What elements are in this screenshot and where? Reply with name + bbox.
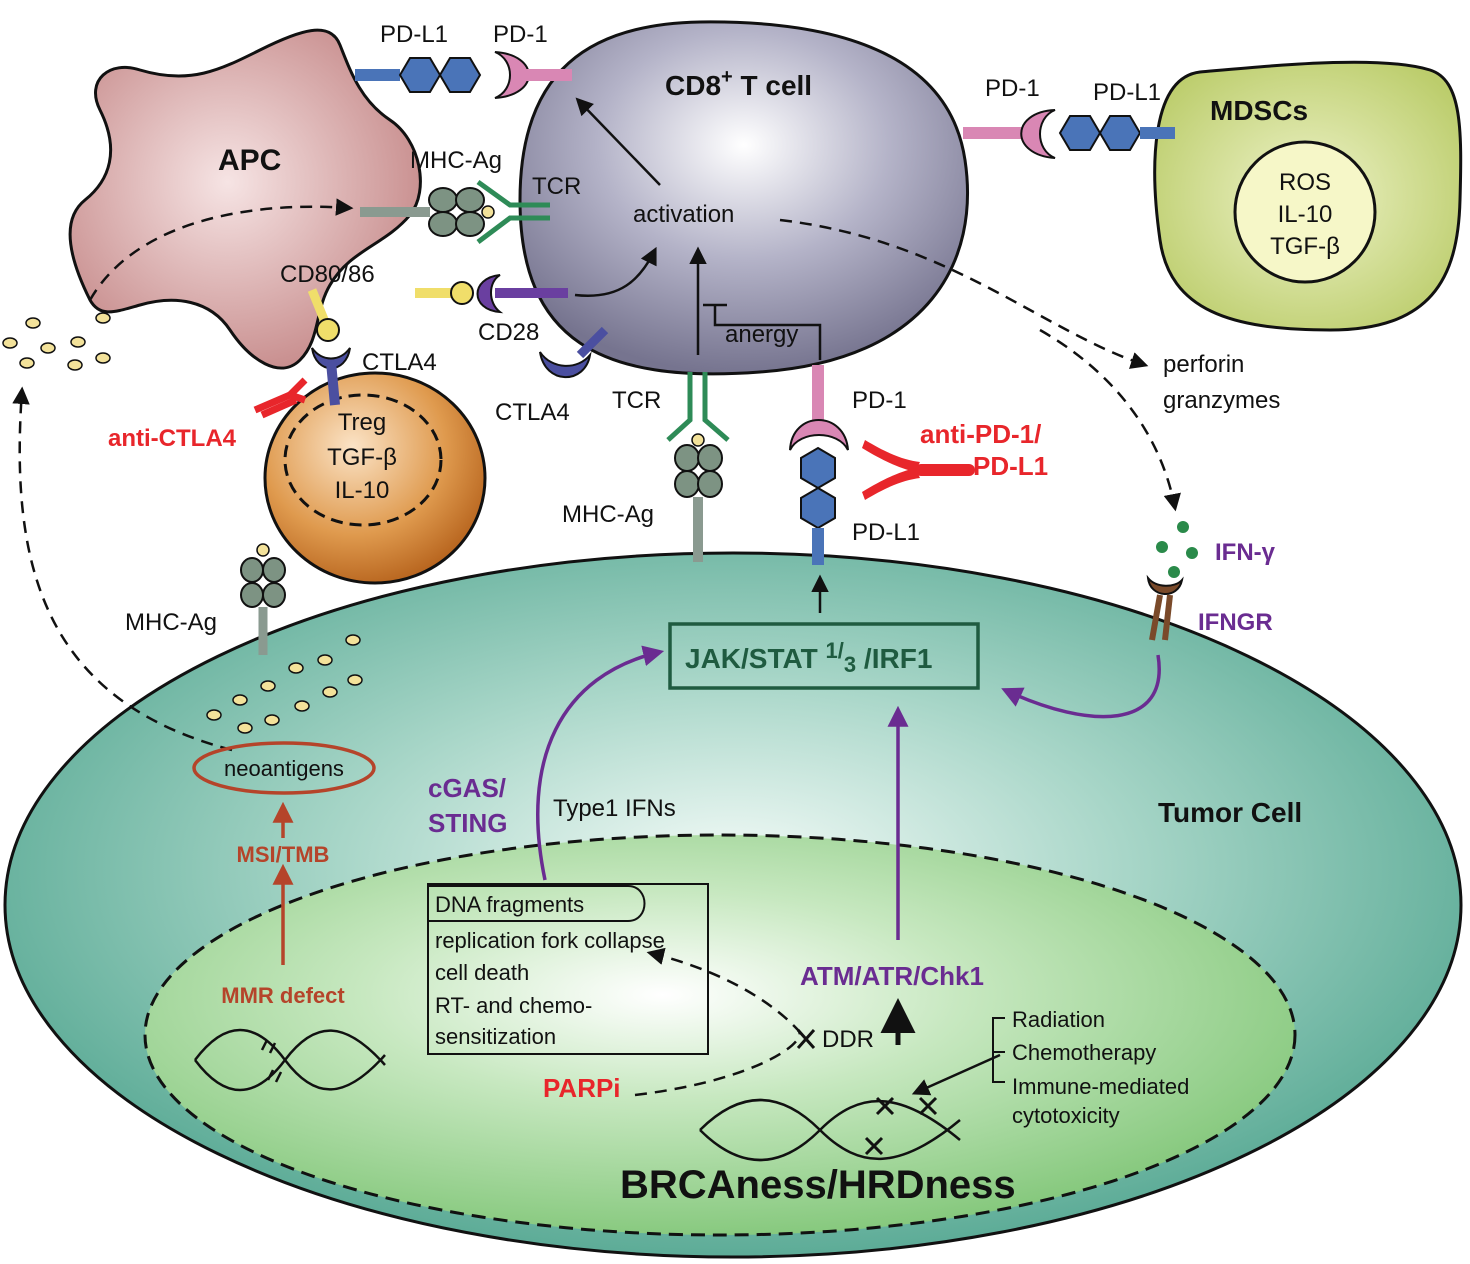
anti-pd1-label-2: PD-L1: [973, 451, 1048, 481]
activation-label: activation: [633, 201, 734, 228]
pd1-mdsc-label: PD-1: [985, 75, 1040, 102]
neoantigens-ring: [192, 741, 376, 795]
treg-tgfb: TGF-β: [327, 444, 397, 471]
ifngr-receptor: [1146, 574, 1184, 641]
tcr-mhc-tumor: [666, 372, 730, 562]
treg-inner: [283, 393, 443, 527]
mdsc-il10: IL-10: [1278, 201, 1333, 228]
ifng-label: IFN-γ: [1215, 539, 1276, 566]
cgas-label-1: cGAS/: [428, 773, 506, 803]
mdsc-tgfb: TGF-β: [1270, 233, 1340, 260]
box-item-2: cell death: [435, 960, 529, 985]
cd28-label: CD28: [478, 319, 539, 346]
mhc-tumor2-label: MHC-Ag: [125, 609, 217, 636]
tcell-label: CD8+ T cell: [665, 66, 812, 101]
msi-label: MSI/TMB: [237, 842, 330, 867]
anergy-label: anergy: [725, 321, 798, 348]
mdsc-label: MDSCs: [1210, 95, 1308, 126]
jak-stat-box: [668, 622, 980, 690]
pd1-tumor-label: PD-1: [852, 387, 907, 414]
box-item-3: RT- and chemo-: [435, 993, 592, 1018]
apc-label: APC: [218, 144, 281, 177]
antigen-dots-outside: [2, 312, 111, 371]
stimulus-0: Radiation: [1012, 1007, 1105, 1032]
stimulus-2: Immune-mediated: [1012, 1074, 1189, 1099]
arrows-purple: [536, 645, 1161, 940]
ifngr-label: IFNGR: [1198, 609, 1273, 636]
stimuli-bracket: [992, 1017, 1005, 1083]
granzymes-label: granzymes: [1163, 387, 1280, 414]
antigen-dots-inside: [206, 634, 363, 734]
mhc-tcr-apc: [360, 179, 550, 244]
arrows-dashed: [12, 198, 1181, 1097]
pd1-pdl1-mdsc: [963, 109, 1175, 159]
nucleus: [143, 833, 1297, 1237]
pd1-apc-label: PD-1: [493, 21, 548, 48]
pdl1-mdsc-label: PD-L1: [1093, 79, 1161, 106]
mmr-label: MMR defect: [221, 983, 345, 1008]
stimulus-3: cytotoxicity: [1012, 1103, 1120, 1128]
treg-cell: [263, 371, 487, 585]
apc-cell: [68, 28, 422, 370]
tumor-cell-label: Tumor Cell: [1158, 797, 1302, 828]
dna-left: [194, 1028, 386, 1092]
dna-center: [699, 1098, 961, 1162]
box-item-0: DNA fragments: [435, 892, 584, 917]
anti-ctla4-antibody: [253, 377, 308, 419]
dna-fragments-pill: [428, 885, 646, 922]
mhc-tumor-left: [240, 543, 286, 655]
pd1-pdl1-tumor: [789, 365, 849, 565]
ddr-label: DDR: [822, 1026, 874, 1053]
neoantigens-label: neoantigens: [224, 756, 344, 781]
ctla4-tcell-label: CTLA4: [495, 399, 570, 426]
tcr-tumor-label: TCR: [612, 387, 661, 414]
cd8-t-cell: [518, 20, 969, 376]
type1-ifns-label: Type1 IFNs: [553, 795, 676, 822]
mhc-apc-label: MHC-Ag: [410, 147, 502, 174]
jak-stat-label: JAK/STAT 1/3 /IRF1: [685, 638, 932, 677]
mdsc-inner: [1233, 140, 1377, 284]
cd80-ctla4-treg: [307, 288, 351, 406]
dna-damage-marks: [796, 1029, 938, 1156]
mhc-tumor-label: MHC-Ag: [562, 501, 654, 528]
box-item-4: sensitization: [435, 1024, 556, 1049]
cgas-label-2: STING: [428, 808, 507, 838]
mdsc-ros: ROS: [1279, 169, 1331, 196]
treg-il10: IL-10: [335, 477, 390, 504]
anti-pd1-label-1: anti-PD-1/: [920, 419, 1041, 449]
tcr-apc-label: TCR: [532, 173, 581, 200]
pdl1-pd1-apc: [355, 51, 572, 99]
anti-ctla4-label: anti-CTLA4: [108, 425, 237, 452]
anti-pd1-antibody: [862, 440, 975, 500]
dna-damage-box: [427, 883, 709, 1055]
arrows-black: [574, 97, 1001, 1096]
stimulus-1: Chemotherapy: [1012, 1040, 1156, 1065]
ctla4-treg-label: CTLA4: [362, 349, 437, 376]
brca-label: BRCAness/HRDness: [620, 1163, 1016, 1207]
perforin-label: perforin: [1163, 351, 1244, 378]
treg-label: Treg: [338, 409, 386, 436]
ifng-dots: [1156, 521, 1198, 578]
parpi-label: PARPi: [543, 1073, 621, 1103]
ctla4-tcell: [539, 326, 609, 379]
pdl1-tumor-label: PD-L1: [852, 519, 920, 546]
box-item-1: replication fork collapse: [435, 928, 665, 953]
cd8086-label: CD80/86: [280, 261, 375, 288]
cd80-cd28: [415, 274, 568, 314]
atm-label: ATM/ATR/Chk1: [800, 961, 984, 991]
pdl1-apc-label: PD-L1: [380, 21, 448, 48]
